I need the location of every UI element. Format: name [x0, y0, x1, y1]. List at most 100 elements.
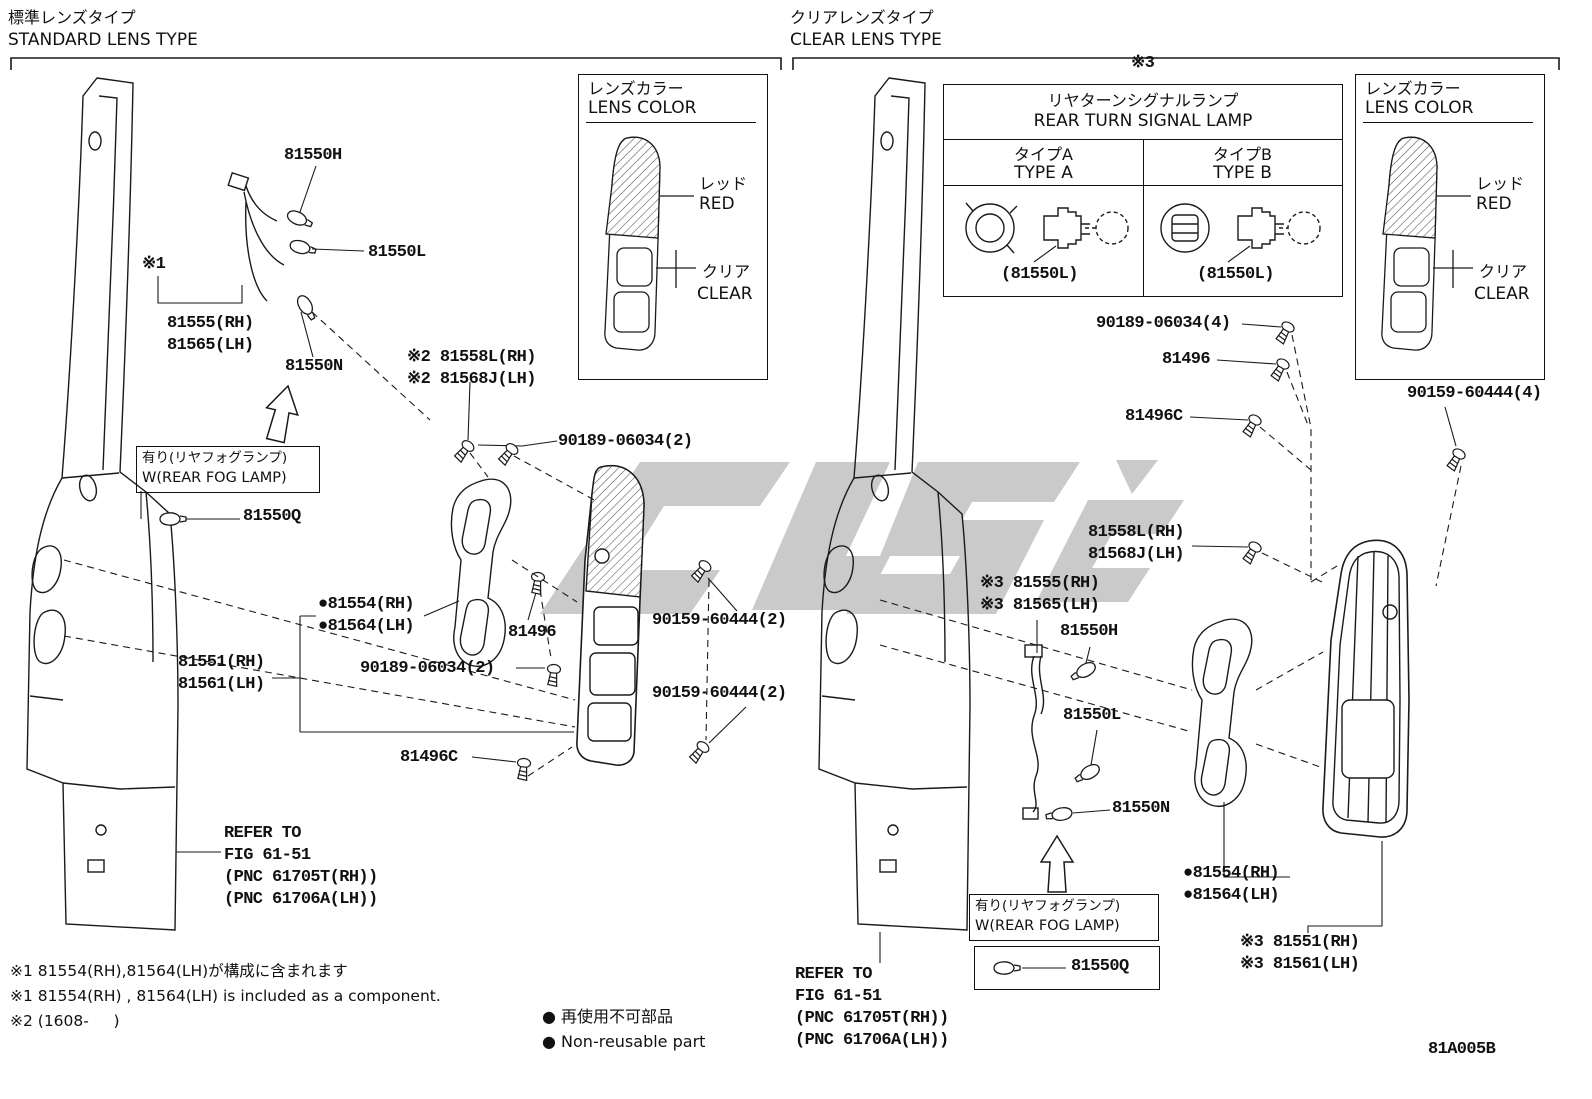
fog-note-en: W(REAR FOG LAMP): [975, 918, 1120, 934]
part-81496C-std: 81496C: [400, 748, 458, 767]
part-90189-06034-top-std: 90189-06034(2): [558, 432, 693, 451]
part-81561-std: 81561(LH): [178, 675, 265, 694]
screw-icon: [1240, 412, 1264, 439]
part-90189-06034-clear: 90189-06034(4): [1096, 314, 1231, 333]
part-81561-clear: ※3 81561(LH): [1240, 955, 1360, 974]
up-arrow-icon: [1040, 835, 1074, 893]
type-a-label-en: TYPE A: [1014, 163, 1073, 183]
fog-note-jp: 有り(リヤフォグランプ): [975, 898, 1121, 914]
red-label-en: RED: [699, 194, 735, 214]
screw-icon: [451, 437, 477, 465]
part-81550H-clear: 81550H: [1060, 622, 1118, 641]
lens-color-box-clear: レンズカラー LENS COLOR レッド RED クリア CLEAR: [1355, 74, 1545, 380]
left-section-title-en: STANDARD LENS TYPE: [8, 30, 198, 50]
part-81554-std: ●81554(RH): [318, 595, 415, 614]
divider: [586, 122, 756, 123]
refer-line-3-std: (PNC 61705T(RH)): [224, 868, 378, 887]
clear-label-en: CLEAR: [697, 284, 753, 304]
fog-lamp-note-box-clear: 有り(リヤフォグランプ) W(REAR FOG LAMP): [969, 894, 1159, 941]
part-81550Q-std: 81550Q: [243, 507, 301, 526]
section-brackets: [10, 57, 1560, 70]
table-title-jp: リヤターンシグナルランプ: [1047, 91, 1239, 110]
right-section-title-en: CLEAR LENS TYPE: [790, 30, 942, 50]
part-90159-60444-lower-std: 90159-60444(2): [652, 684, 787, 703]
lamp-gasket-drawing-std: [450, 478, 512, 667]
lens-color-title-jp: レンズカラー: [1365, 79, 1461, 98]
screw-icon: [515, 757, 532, 782]
part-81554-clear: ●81554(RH): [1183, 864, 1280, 883]
type-a-label-jp: タイプA: [1014, 145, 1073, 164]
screw-icon: [529, 571, 546, 596]
refer-line-1-std: REFER TO: [224, 824, 301, 843]
part-81568J-std: ※2 81568J(LH): [407, 370, 536, 389]
footnote-1-jp: ※1 81554(RH),81564(LH)が構成に含まれます: [10, 962, 348, 980]
part-81558L-std: ※2 81558L(RH): [407, 348, 536, 367]
divider: [1363, 122, 1533, 123]
lens-color-box-std: レンズカラー LENS COLOR レッド RED クリア CLEAR: [578, 74, 768, 380]
up-arrow-icon: [259, 381, 305, 445]
bulb-icon: [288, 237, 318, 258]
lamp-gasket-drawing-clear: [1191, 618, 1253, 807]
refer-line-1-clear: REFER TO: [795, 965, 872, 984]
refer-line-4-clear: (PNC 61706A(LH)): [795, 1031, 949, 1050]
part-81568J-clear: 81568J(LH): [1088, 545, 1185, 564]
lens-color-title-en: LENS COLOR: [1365, 98, 1474, 118]
part-81550L-clear: 81550L: [1063, 706, 1121, 725]
ref3-marker: ※3: [1131, 54, 1155, 73]
ref1-marker: ※1: [142, 255, 166, 274]
part-90159-60444-clear: 90159-60444(4): [1407, 384, 1542, 403]
part-81555-clear: ※3 81555(RH): [980, 574, 1100, 593]
part-81496-clear: 81496: [1162, 350, 1211, 369]
part-81551-std: 81551(RH): [178, 653, 265, 672]
bulb-icon: [159, 512, 187, 526]
red-label-en: RED: [1476, 194, 1512, 214]
screw-icon: [1268, 356, 1292, 383]
fog-bulb-box-clear: 81550Q: [974, 946, 1160, 990]
part-81496-std: 81496: [508, 623, 557, 642]
part-81550N-std: 81550N: [285, 357, 343, 376]
part-81550N-clear: 81550N: [1112, 799, 1170, 818]
turn-signal-table-drawings: [965, 202, 1321, 263]
bulb-icon: [293, 292, 320, 323]
left-section-title-jp: 標準レンズタイプ: [8, 8, 136, 27]
lens-color-title-jp: レンズカラー: [588, 79, 684, 98]
bulb-icon: [1044, 805, 1074, 824]
right-section-title-jp: クリアレンズタイプ: [790, 8, 934, 27]
screw-icon: [1444, 446, 1468, 473]
fog-lamp-note-box-std: 有り(リヤフォグランプ) W(REAR FOG LAMP): [136, 446, 320, 493]
part-90159-60444-upper-std: 90159-60444(2): [652, 611, 787, 630]
left-body-pillar-drawing: [26, 77, 179, 931]
footnote-1-en: ※1 81554(RH) , 81564(LH) is included as …: [10, 987, 441, 1005]
bulb-icon: [1068, 658, 1099, 685]
part-81564-std: ●81564(LH): [318, 617, 415, 636]
red-label-jp: レッド: [699, 174, 748, 193]
screw-icon: [1273, 319, 1297, 346]
screw-icon: [1240, 539, 1264, 566]
refer-line-2-clear: FIG 61-51: [795, 987, 882, 1006]
part-81551-clear: ※3 81551(RH): [1240, 933, 1360, 952]
part-81550L-std: 81550L: [368, 243, 426, 262]
type-b-part-number: (81550L): [1197, 265, 1274, 284]
footnote-2: ※2 (1608- ): [10, 1012, 120, 1030]
bulb-icon: [1072, 760, 1103, 787]
type-a-part-number: (81550L): [1001, 265, 1078, 284]
part-81550H-std: 81550H: [284, 146, 342, 165]
part-81555-std: 81555(RH): [167, 314, 254, 333]
clear-label-jp: クリア: [1479, 262, 1528, 281]
part-81564-clear: ●81564(LH): [1183, 886, 1280, 905]
refer-line-2-std: FIG 61-51: [224, 846, 311, 865]
non-reusable-legend-en: ● Non-reusable part: [542, 1032, 706, 1051]
screw-icon: [545, 663, 562, 688]
part-81550Q-clear: 81550Q: [1071, 957, 1129, 976]
table-title-en: REAR TURN SIGNAL LAMP: [1033, 111, 1253, 131]
figure-code: 81A005B: [1428, 1040, 1496, 1059]
non-reusable-legend-jp: ● 再使用不可部品: [542, 1007, 674, 1026]
clear-label-en: CLEAR: [1474, 284, 1530, 304]
lens-color-title-en: LENS COLOR: [588, 98, 697, 118]
std-side-drawing: [63, 165, 747, 853]
type-b-label-jp: タイプB: [1213, 145, 1272, 164]
type-b-label-en: TYPE B: [1213, 163, 1272, 183]
part-81565-clear: ※3 81565(LH): [980, 596, 1100, 615]
